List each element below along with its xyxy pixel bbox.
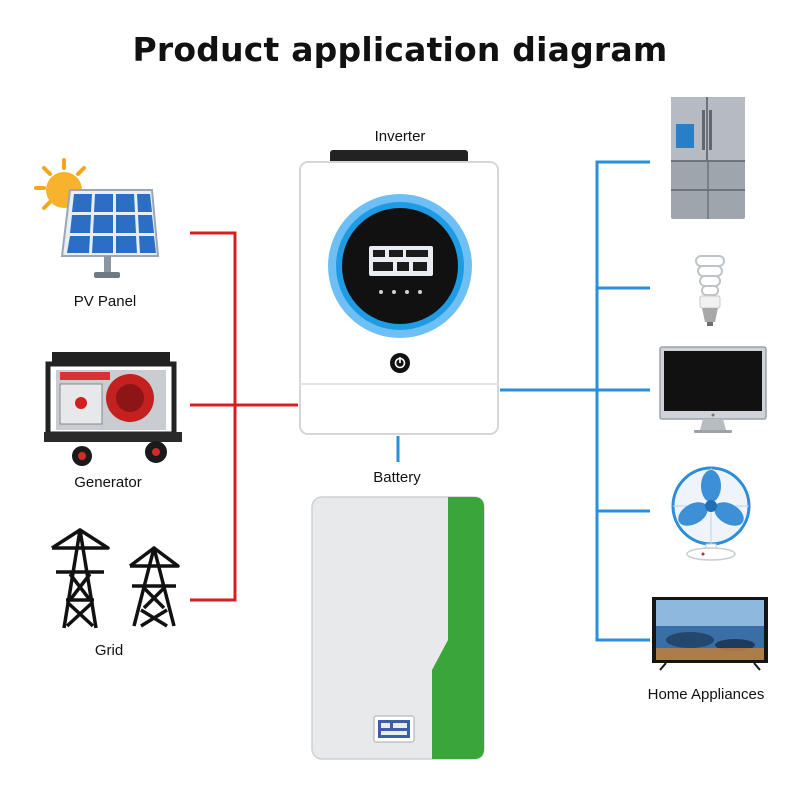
fan-icon (671, 466, 751, 561)
television-icon (652, 597, 768, 671)
battery-label: Battery (373, 469, 421, 486)
battery-device (311, 496, 485, 760)
solar-panel-icon (34, 158, 160, 278)
input-wiring (190, 231, 298, 602)
power-tower-icon (51, 528, 180, 629)
generator-icon (44, 352, 182, 466)
pv-panel-label: PV Panel (73, 293, 137, 310)
inverter-device (299, 150, 499, 435)
output-wiring (396, 160, 650, 642)
page-title: Product application diagram (132, 30, 668, 69)
home-appliances-label: Home Appliances (647, 686, 765, 703)
monitor-icon (659, 346, 767, 433)
grid-label: Grid (94, 642, 124, 659)
light-bulb-icon (695, 255, 725, 326)
refrigerator-icon (671, 97, 745, 219)
inverter-label: Inverter (374, 128, 426, 145)
generator-label: Generator (74, 474, 142, 491)
